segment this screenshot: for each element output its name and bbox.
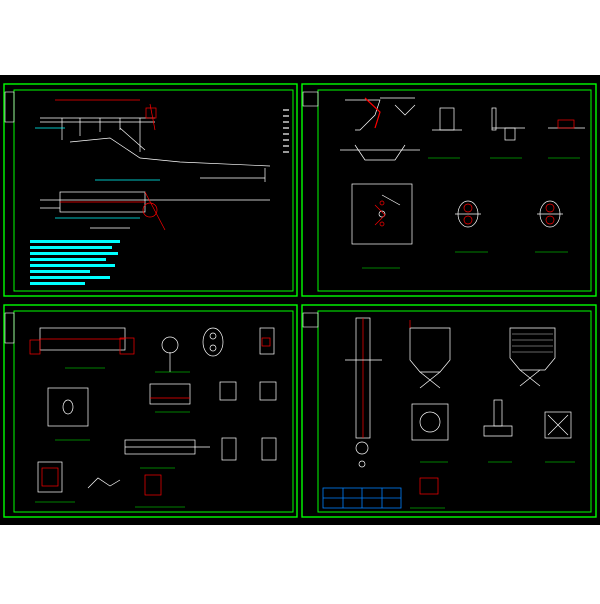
sheet-4-frame	[301, 304, 597, 518]
elevation-view	[35, 99, 271, 182]
drawing-canvas	[0, 75, 600, 525]
plan-view	[40, 191, 270, 231]
sheet-1-title-stamp	[4, 91, 15, 123]
material-table	[322, 487, 402, 509]
general-notes	[30, 240, 120, 285]
sheet-2-frame	[301, 83, 597, 297]
sheet-3	[3, 304, 298, 518]
sheet-1	[3, 83, 298, 297]
sheet-3-frame	[3, 304, 298, 518]
sheet-4	[301, 304, 597, 518]
elevation-scale	[283, 109, 289, 153]
sheet-1-frame	[3, 83, 298, 297]
sheet-2	[301, 83, 597, 297]
